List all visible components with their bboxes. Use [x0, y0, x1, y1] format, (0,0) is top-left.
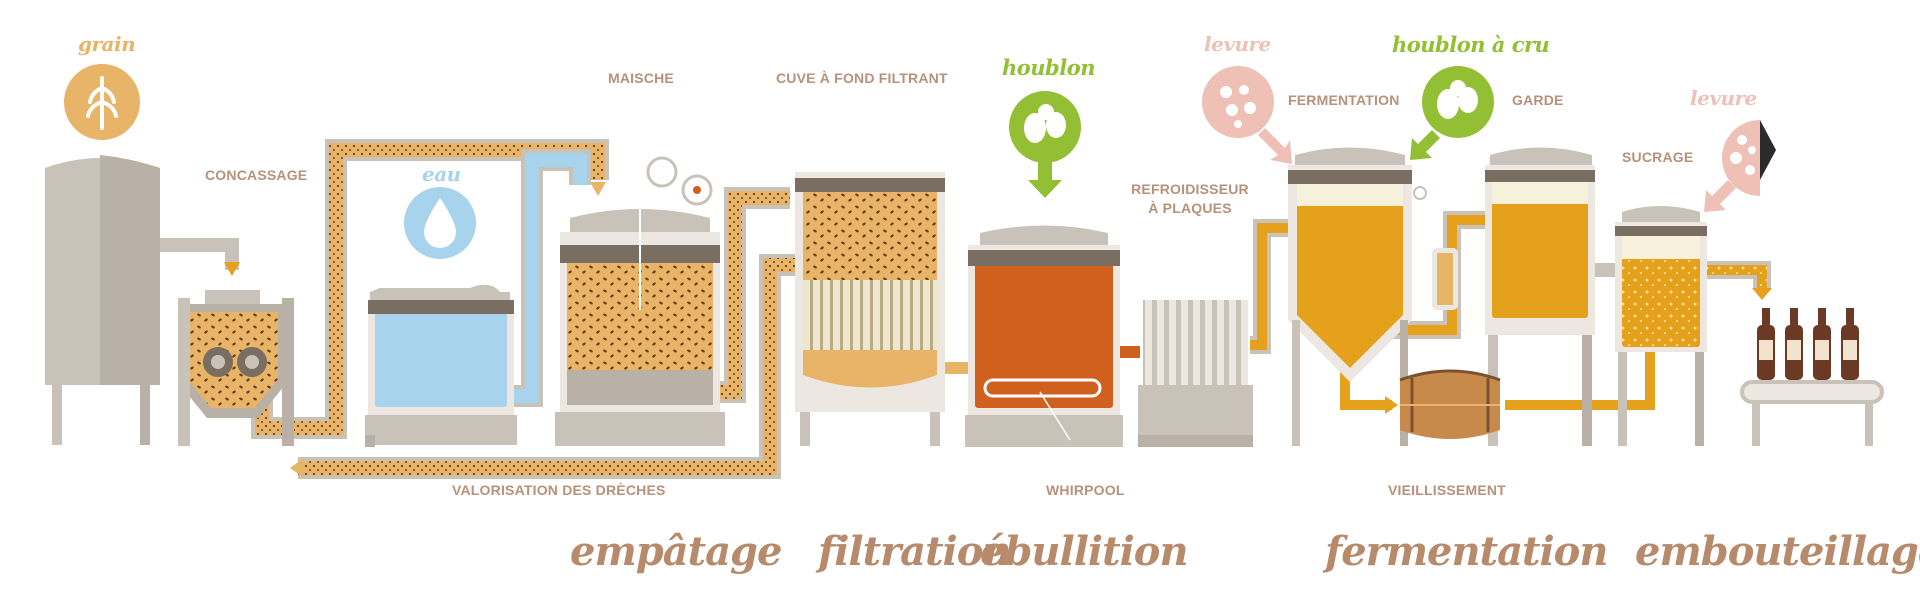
yeast-icon	[1730, 135, 1756, 175]
beer-bottle	[1785, 308, 1803, 380]
plate-chiller	[1138, 300, 1253, 447]
sucrage-tank	[1615, 206, 1707, 446]
eau-label: eau	[422, 162, 461, 186]
yeast-icon	[1220, 85, 1256, 128]
wheat-icon	[86, 76, 118, 130]
levure-label-2: levure	[1690, 86, 1757, 110]
refroidisseur-line-2: À PLAQUES	[1148, 200, 1232, 216]
garde-tank	[1485, 147, 1595, 446]
grain-label: grain	[78, 32, 136, 56]
beer-bottle	[1813, 308, 1831, 380]
levure-label-1: levure	[1204, 32, 1271, 56]
grain-badge	[64, 64, 140, 140]
heat-exchanger	[1432, 248, 1458, 310]
aging-barrel	[1399, 369, 1501, 439]
yeast-badge-1	[1202, 66, 1292, 164]
dry-hop-badge	[1410, 66, 1494, 160]
mash-tun	[555, 156, 725, 446]
grain-crusher	[178, 290, 294, 446]
refroidisseur-label: REFROIDISSEUR À PLAQUES	[1128, 180, 1252, 218]
boil-kettle	[965, 225, 1123, 447]
refroidisseur-line-1: REFROIDISSEUR	[1131, 181, 1249, 197]
valorisation-label: VALORISATION DES DRÈCHES	[452, 482, 666, 498]
bottles-conveyor	[1740, 308, 1884, 446]
maische-label: MAISCHE	[608, 70, 674, 86]
beer-bottle	[1757, 308, 1775, 380]
garde-label: GARDE	[1512, 92, 1564, 108]
concassage-label: CONCASSAGE	[205, 167, 308, 183]
cuve-label: CUVE À FOND FILTRANT	[776, 70, 948, 86]
yeast-badge-2	[1704, 120, 1776, 212]
lauter-tun	[795, 172, 945, 446]
sucrage-label: SUCRAGE	[1622, 149, 1694, 165]
grain-silo	[45, 155, 160, 445]
stage-filtration: filtration	[818, 528, 1011, 575]
hop-icon	[1437, 80, 1478, 119]
beer-bottle	[1841, 308, 1859, 380]
hop-icon	[1024, 104, 1066, 143]
hop-badge	[1009, 91, 1081, 198]
houblon-a-cru-label: houblon à cru	[1392, 32, 1550, 57]
water-drop-icon	[424, 198, 456, 248]
fermentation-equipment-label: FERMENTATION	[1288, 92, 1400, 108]
water-tank	[365, 284, 517, 447]
water-badge	[404, 187, 476, 259]
stage-embouteillage: embouteillage	[1635, 528, 1920, 575]
vieillissement-label: VIEILLISSEMENT	[1388, 482, 1506, 498]
stage-ebullition: ébullition	[980, 528, 1189, 575]
stage-fermentation: fermentation	[1325, 528, 1608, 575]
fermenter-tank	[1288, 147, 1427, 446]
houblon-label: houblon	[1002, 55, 1095, 80]
whirpool-label: WHIRPOOL	[1046, 482, 1125, 498]
stage-empatage: empâtage	[570, 528, 782, 575]
